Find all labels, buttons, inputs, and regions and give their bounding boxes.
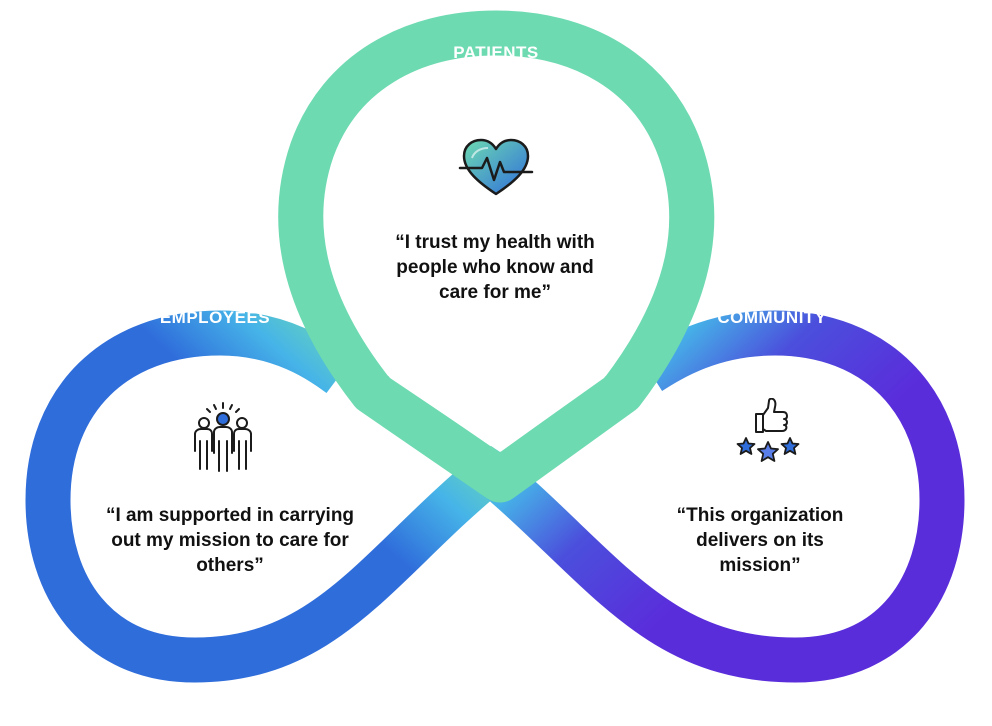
quote-line: people who know and — [396, 257, 594, 278]
community-loop — [463, 310, 965, 683]
quote-line: others” — [196, 555, 264, 576]
quote-line: mission” — [719, 555, 801, 576]
quote-line: delivers on its — [696, 530, 824, 551]
employees-quote: “I am supported in carrying out my missi… — [80, 503, 380, 578]
patients-loop-inner — [326, 56, 667, 452]
patients-label: PATIENTS — [453, 43, 539, 62]
community-label: COMMUNITY — [717, 308, 826, 327]
quote-line: “I am supported in carrying — [105, 505, 355, 526]
thumbs-up-stars-icon — [736, 398, 800, 462]
quote-line: care for me” — [439, 282, 551, 303]
patients-quote: “I trust my health with people who know … — [360, 230, 630, 305]
heart-pulse-icon — [458, 138, 534, 196]
quote-line: “I trust my health with — [395, 232, 595, 253]
quote-line: out my mission to care for — [111, 530, 349, 551]
patients-loop — [278, 10, 715, 503]
community-quote: “This organization delivers on its missi… — [640, 503, 880, 578]
employees-label: EMPLOYEES — [160, 308, 270, 327]
people-group-icon — [194, 402, 252, 472]
employees-loop — [25, 310, 510, 683]
quote-line: “This organization — [676, 505, 844, 526]
